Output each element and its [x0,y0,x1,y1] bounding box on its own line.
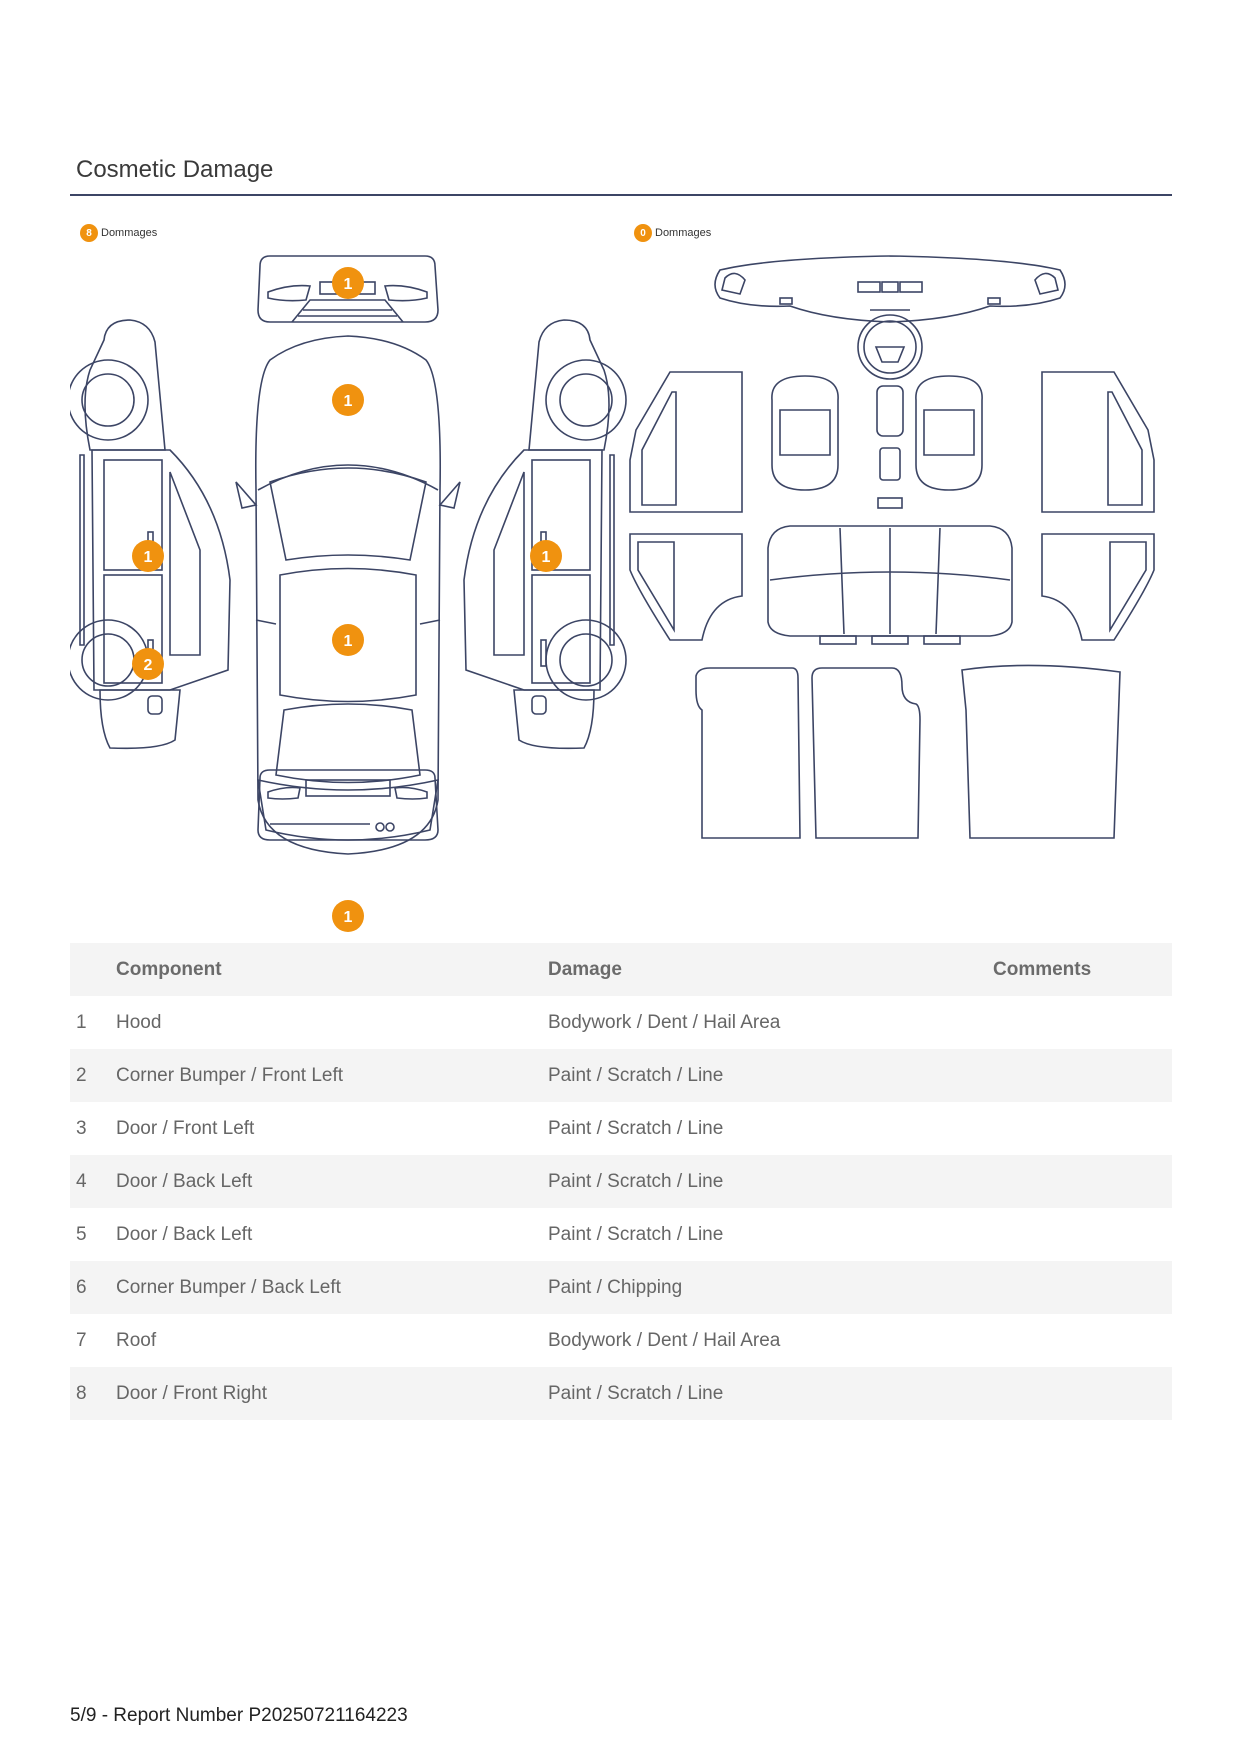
damage-badge[interactable]: 1 [530,540,562,572]
row-number: 3 [76,1117,87,1139]
row-damage: Paint / Scratch / Line [548,1367,993,1420]
row-damage: Paint / Scratch / Line [548,1049,993,1102]
row-damage: Paint / Chipping [548,1261,993,1314]
row-component: Door / Back Left [116,1155,548,1208]
table-row: 2 Corner Bumper / Front Left Paint / Scr… [70,1049,1172,1102]
row-damage: Paint / Scratch / Line [548,1223,724,1245]
table-row: 8 Door / Front Right Paint / Scratch / L… [70,1367,1172,1420]
exterior-damage-legend: 8 Dommages [80,224,157,242]
damage-badge[interactable]: 2 [132,648,164,680]
row-number: 5 [76,1223,87,1245]
damage-badge[interactable]: 1 [332,624,364,656]
row-number: 2 [70,1049,116,1102]
steering-wheel [857,314,923,380]
svg-text:1: 1 [344,276,353,293]
table-row: 1 Hood Bodywork / Dent / Hail Area [70,996,1172,1049]
exterior-damage-label: Dommages [101,227,158,239]
damage-badge[interactable]: 1 [332,384,364,416]
row-component: Roof [116,1329,157,1351]
row-number: 6 [70,1261,116,1314]
row-component: Corner Bumper / Front Left [116,1049,548,1102]
table-row: 7 Roof Bodywork / Dent / Hail Area [70,1314,1172,1367]
title-divider [70,194,1172,196]
table-header-row: Component Damage Comments [70,943,1172,996]
row-number: 7 [76,1329,87,1351]
row-component: Corner Bumper / Back Left [116,1261,548,1314]
row-component: Door / Front Right [116,1367,548,1420]
car-rear-view [257,769,439,841]
svg-text:1: 1 [344,909,353,926]
table-row: 6 Corner Bumper / Back Left Paint / Chip… [70,1261,1172,1314]
row-damage: Paint / Scratch / Line [548,1117,724,1139]
interior-rear-doors [629,533,1155,641]
car-left-side-view [70,319,231,750]
row-damage: Bodywork / Dent / Hail Area [548,1329,781,1351]
exterior-damage-count: 8 [80,224,98,242]
row-number: 8 [70,1367,116,1420]
column-header-damage: Damage [548,943,993,996]
interior-damage-legend: 0 Dommages [634,224,711,242]
damage-table: Component Damage Comments 1 Hood Bodywor… [70,943,1172,1420]
row-comments [993,1261,1172,1314]
row-comments [993,1049,1172,1102]
car-front-view [257,255,439,323]
svg-text:1: 1 [144,549,153,566]
row-comments [993,1155,1172,1208]
row-comments [993,1208,1172,1261]
interior-damage-label: Dommages [655,227,712,239]
column-header-component: Component [116,943,548,996]
damage-badge[interactable]: 1 [132,540,164,572]
row-component: Hood [116,1011,162,1033]
damage-badge[interactable]: 1 [332,900,364,932]
interior-dashboard [714,255,1066,323]
row-number: 4 [70,1155,116,1208]
row-component: Door / Front Left [116,1117,255,1139]
car-right-side-view [463,319,627,750]
floor-mats [695,664,1121,839]
row-comments [993,1367,1172,1420]
row-comments [993,1314,1172,1367]
row-comments [993,996,1172,1049]
table-row: 4 Door / Back Left Paint / Scratch / Lin… [70,1155,1172,1208]
interior-damage-count: 0 [634,224,652,242]
rear-bench-seat [767,525,1013,645]
svg-text:1: 1 [542,549,551,566]
column-header-comments: Comments [993,943,1172,996]
page-footer: 5/9 - Report Number P20250721164223 [70,1705,408,1726]
page-title: Cosmetic Damage [76,156,274,183]
row-number: 1 [76,1011,87,1033]
svg-text:1: 1 [344,633,353,650]
front-seats [771,375,983,509]
damage-badge[interactable]: 1 [332,267,364,299]
vehicle-damage-diagram: 1 1 1 1 2 1 1 [70,255,1155,932]
column-header-number [70,943,116,996]
interior-front-doors [629,371,1155,513]
row-damage: Paint / Scratch / Line [548,1155,993,1208]
car-top-view [235,335,461,855]
row-component: Door / Back Left [116,1223,253,1245]
row-comments [993,1102,1172,1155]
svg-text:1: 1 [344,393,353,410]
svg-text:2: 2 [144,657,153,674]
table-row: 5 Door / Back Left Paint / Scratch / Lin… [70,1208,1172,1261]
row-damage: Bodywork / Dent / Hail Area [548,1011,781,1033]
table-row: 3 Door / Front Left Paint / Scratch / Li… [70,1102,1172,1155]
